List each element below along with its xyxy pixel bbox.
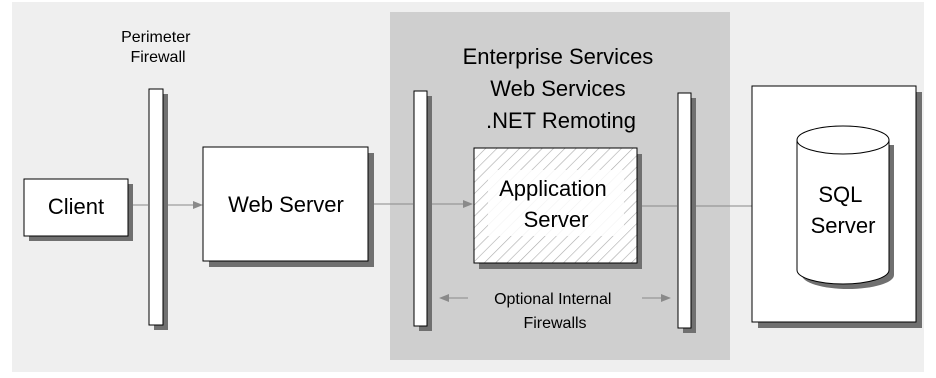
client-box [23,178,129,237]
database-cylinder-icon [796,125,894,289]
application-server-label: Application Server [499,176,613,232]
web-server-box [202,146,369,262]
web-server-label: Web Server [228,192,344,217]
internal-firewall-left [413,90,428,327]
perimeter-firewall [148,88,164,326]
application-server-label-bg [488,170,624,236]
internal-firewall-right [677,92,692,329]
perimeter-firewall-label: Perimeter Firewall [121,29,195,66]
sql-server-label: SQL Server [811,182,876,238]
client-label: Client [48,194,104,219]
internal-firewalls-label: Optional Internal Firewalls [494,291,616,332]
middle-tier-title: Enterprise Services Web Services .NET Re… [463,44,660,133]
